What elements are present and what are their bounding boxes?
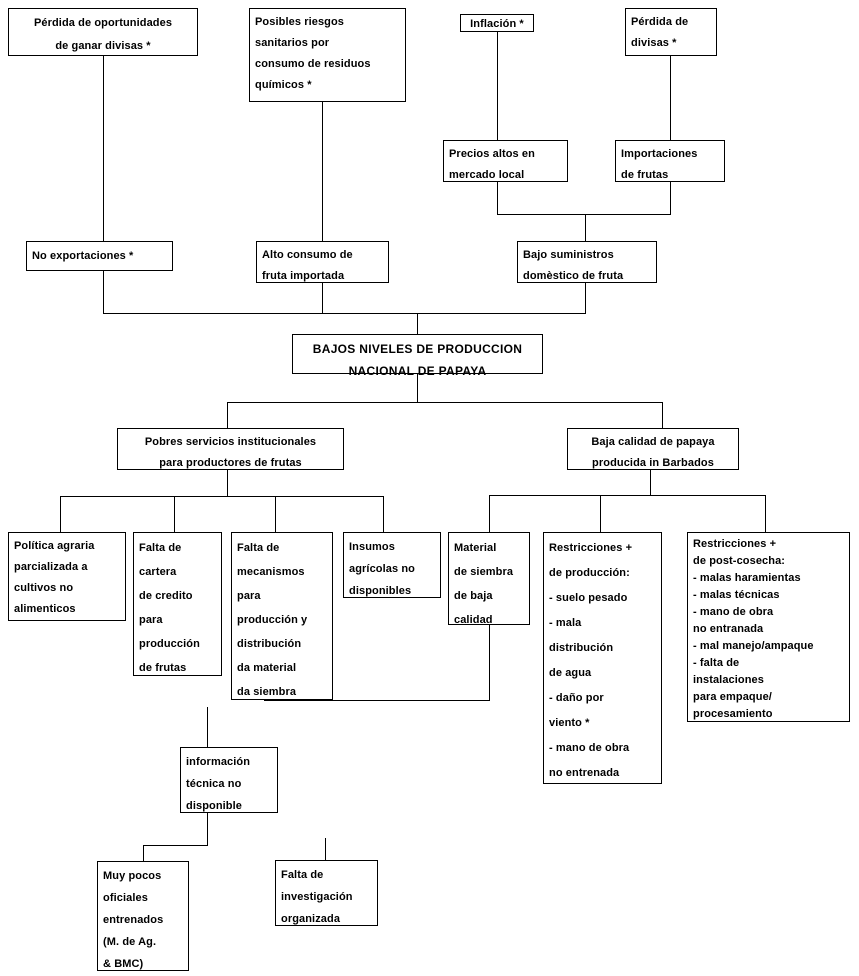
node-alto-consumo[interactable]: Alto consumo de fruta importada <box>256 241 389 283</box>
node-importaciones-frutas[interactable]: Importaciones de frutas <box>615 140 725 182</box>
connector-left-children-bus <box>60 496 384 497</box>
connector-core-problem-down <box>417 374 418 402</box>
node-insumos-agricolas[interactable]: Insumos agrícolas no disponibles <box>343 532 441 598</box>
connector-to-material-siembra <box>489 495 490 532</box>
node-core-problem[interactable]: BAJOS NIVELES DE PRODUCCION NACIONAL DE … <box>292 334 543 378</box>
connector-elbow-to-muy-pocos <box>143 845 144 861</box>
node-material-siembra[interactable]: Material de siembra de baja calidad <box>448 532 530 626</box>
connector-junction-bajo-suministros <box>497 214 671 215</box>
node-restricciones-postcosecha[interactable]: Restricciones + de post-cosecha: - malas… <box>687 532 850 722</box>
node-restricciones-produccion[interactable]: Restricciones + de producción: - suelo p… <box>543 532 662 784</box>
node-no-exportaciones[interactable]: No exportaciones * <box>26 241 173 271</box>
connector-baja-calidad-down <box>650 470 651 495</box>
node-falta-cartera[interactable]: Falta de cartera de credito para producc… <box>133 532 222 676</box>
node-precios-altos[interactable]: Precios altos en mercado local <box>443 140 568 182</box>
connector-split-right-down <box>662 402 663 428</box>
connector-core-split-bus <box>227 402 663 403</box>
connector-material-siembra-down <box>489 625 490 700</box>
connector-bus-to-core-problem <box>417 313 418 335</box>
connector-to-insumos-agricolas <box>383 496 384 532</box>
connector-material-siembra-elbow <box>264 700 490 701</box>
connector-right-children-bus <box>489 495 766 496</box>
connector-to-falta-cartera <box>174 496 175 532</box>
connector-importaciones-down <box>670 182 671 214</box>
node-perdida-oportunidades[interactable]: Pérdida de oportunidades de ganar divisa… <box>8 8 198 56</box>
node-posibles-riesgos-sanitarios[interactable]: Posibles riesgos sanitarios por consumo … <box>249 8 406 102</box>
connector-pobres-servicios-down <box>227 470 228 496</box>
node-pobres-servicios[interactable]: Pobres servicios institucionales para pr… <box>117 428 344 470</box>
connector-perdida-divisas-to-importaciones <box>670 56 671 140</box>
node-falta-mecanismos[interactable]: Falta de mecanismos para producción y di… <box>231 532 333 700</box>
node-informacion-tecnica[interactable]: información técnica no disponible <box>180 747 278 813</box>
connector-precios-altos-down <box>497 182 498 214</box>
connector-to-falta-investigacion <box>325 838 326 860</box>
connector-to-restricciones-postcosecha <box>765 495 766 532</box>
node-muy-pocos-oficiales[interactable]: Muy pocos oficiales entrenados (M. de Ag… <box>97 861 189 971</box>
node-bajo-suministros[interactable]: Bajo suministros domèstico de fruta <box>517 241 657 283</box>
connector-bajo-suministros-down <box>585 283 586 314</box>
node-perdida-divisas[interactable]: Pérdida de divisas * <box>625 8 717 56</box>
connector-informacion-elbow <box>143 845 208 846</box>
connector-perdida-oportunidades-to-no-exportaciones <box>103 56 104 241</box>
connector-to-restricciones-produccion <box>600 495 601 532</box>
node-baja-calidad[interactable]: Baja calidad de papaya producida in Barb… <box>567 428 739 470</box>
node-falta-investigacion[interactable]: Falta de investigación organizada <box>275 860 378 926</box>
connector-to-politica-agraria <box>60 496 61 532</box>
connector-no-exportaciones-down <box>103 271 104 314</box>
node-inflacion[interactable]: Inflación * <box>460 14 534 32</box>
connector-riesgos-to-alto-consumo <box>322 102 323 241</box>
connector-split-left-down <box>227 402 228 428</box>
connector-inflacion-to-precios-altos <box>497 32 498 140</box>
connector-falta-mecanismos-to-informacion <box>207 707 208 747</box>
connector-main-bus <box>103 313 586 314</box>
connector-to-falta-mecanismos <box>275 496 276 532</box>
node-politica-agraria[interactable]: Política agraria parcializada a cultivos… <box>8 532 126 621</box>
connector-junction-to-bajo-suministros <box>585 214 586 241</box>
connector-alto-consumo-down <box>322 283 323 314</box>
connector-informacion-down <box>207 813 208 845</box>
